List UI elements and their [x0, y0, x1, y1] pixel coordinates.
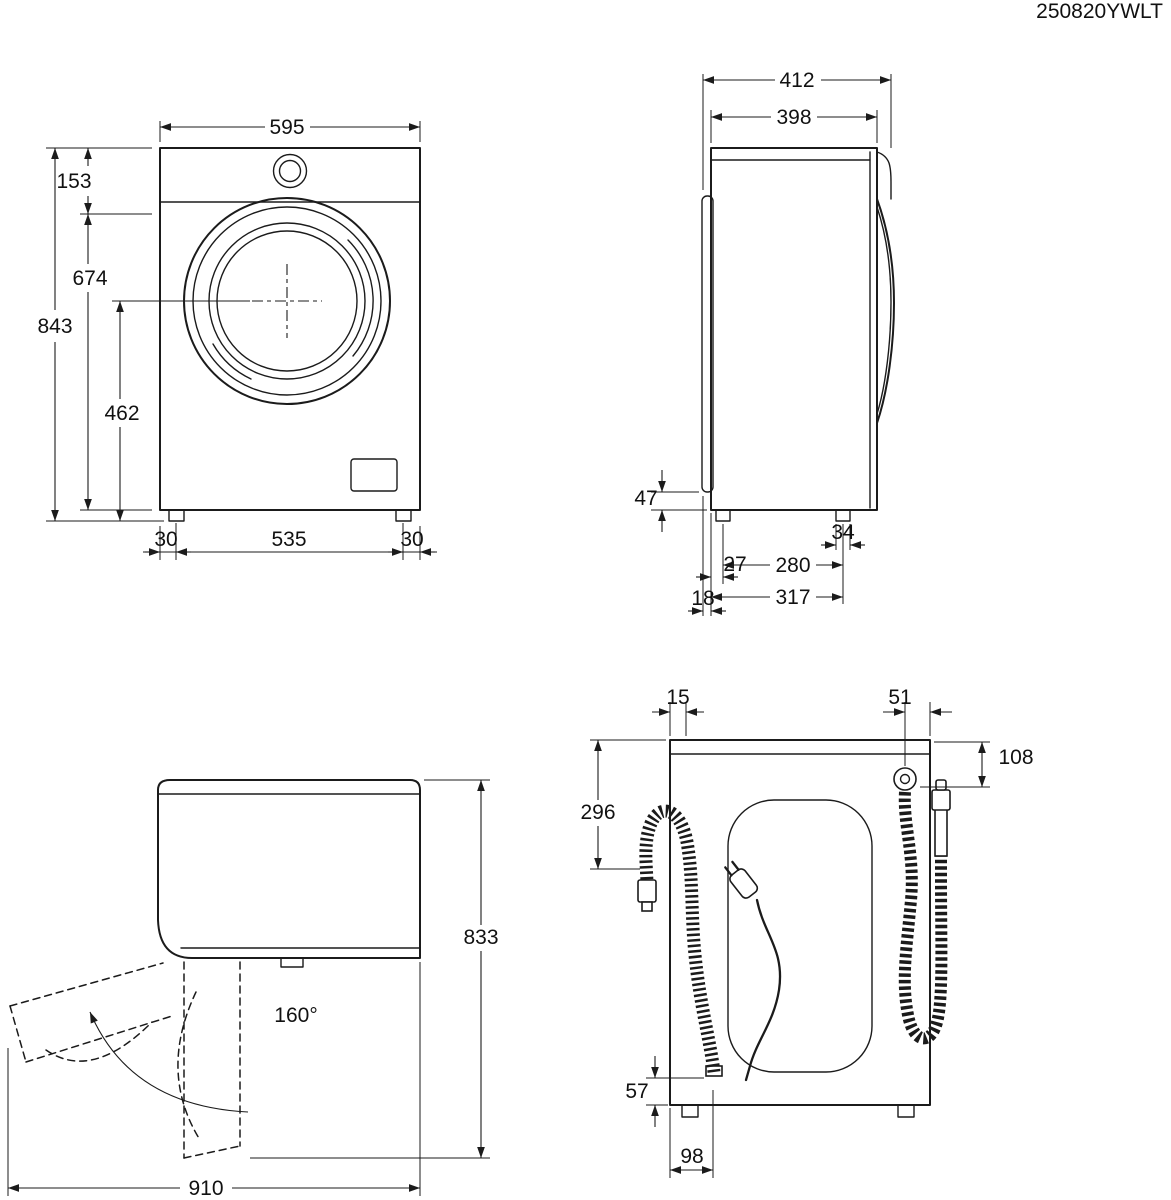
- dim-open-height: 833: [250, 779, 499, 1159]
- dim-rear-foot-offset-label: 27: [723, 553, 746, 576]
- power-cord: [744, 898, 782, 1082]
- dim-drain-outlet-height-label: 57: [625, 1080, 648, 1103]
- dim-drain-hose-offset-label: 15: [666, 686, 689, 709]
- front-foot-left: [168, 509, 185, 522]
- door-open-position-1: [9, 962, 173, 1063]
- document-code: 250820YWLT: [1036, 0, 1163, 23]
- dim-drain-outlet-offset: 98: [669, 1090, 714, 1178]
- side-foot-rear: [715, 509, 731, 522]
- dim-side-bottom-chain: 34 280 27 317 18: [688, 496, 865, 616]
- side-foot-front: [835, 509, 851, 522]
- dim-drain-arch-height: 296: [580, 739, 666, 870]
- dim-drain-arch-height-label: 296: [580, 801, 615, 824]
- door-bulge: [876, 198, 895, 424]
- rear-foot-left: [681, 1104, 699, 1118]
- dim-open-depth: 910: [7, 962, 421, 1200]
- drain-hose: [637, 804, 723, 1077]
- drain-hose-end-fitting: [637, 879, 657, 903]
- dim-front-foot-width-label: 34: [831, 521, 855, 544]
- dim-inlet-hose-offset: 51: [883, 686, 952, 766]
- dim-inlet-top-offset-label: 108: [998, 746, 1033, 769]
- dim-rear-clearance-label: 47: [634, 487, 657, 510]
- dim-upper-height-label: 674: [72, 267, 107, 290]
- dim-rear-panel-offset-label: 18: [691, 587, 714, 610]
- dim-feet-chain: 30 535 30: [143, 523, 437, 560]
- dim-total-height: 843: [37, 148, 164, 522]
- side-view: 412 398 47 34: [634, 69, 895, 616]
- door-open-position-2: [177, 961, 241, 1159]
- dim-total-depth: 412: [702, 69, 892, 190]
- rear-body-outline: [669, 739, 931, 1106]
- dim-inlet-hose-offset-label: 51: [888, 686, 911, 709]
- drain-hose-end-tip: [641, 901, 653, 912]
- rear-foot-right: [897, 1104, 915, 1118]
- dim-body-depth: 398: [710, 106, 878, 143]
- dim-total-height-label: 843: [37, 315, 72, 338]
- rear-view: 15 51 108 296: [580, 686, 1034, 1178]
- side-body-outline: [710, 147, 878, 511]
- dim-open-height-label: 833: [463, 926, 498, 949]
- dim-open-depth-label: 910: [188, 1177, 223, 1200]
- dim-foot-inset-left-label: 30: [154, 528, 177, 551]
- drum-center-mark: [252, 264, 322, 338]
- dim-front-width-label: 595: [269, 116, 304, 139]
- door-swing-arc: [89, 1011, 249, 1113]
- front-body-outline: [159, 147, 421, 511]
- program-knob: [272, 153, 308, 189]
- dim-top-offset: 153: [46, 147, 152, 215]
- inlet-hose-end-nut: [931, 789, 951, 811]
- dim-drum-center-height-label: 462: [104, 402, 139, 425]
- power-plug: [724, 860, 759, 899]
- inlet-hose: [893, 767, 951, 1045]
- dim-body-depth-label: 398: [776, 106, 811, 129]
- rear-service-panel: [727, 799, 873, 1073]
- dim-top-offset-label: 153: [56, 170, 91, 193]
- dim-inlet-top-offset: 108: [920, 741, 1034, 788]
- rear-channel: [701, 195, 714, 493]
- filter-door: [350, 458, 398, 492]
- dim-side-feet-spacing-label: 280: [775, 554, 810, 577]
- dim-front-width: 595: [159, 116, 421, 142]
- dim-drum-center-height: 462: [104, 300, 250, 521]
- dim-feet-spacing-label: 535: [271, 528, 306, 551]
- door-latch: [280, 957, 304, 968]
- front-foot-right: [395, 509, 412, 522]
- side-panel-step: [876, 151, 892, 200]
- door-open-view: 160° 833 910: [7, 779, 499, 1200]
- door-view-body: [157, 779, 421, 959]
- dim-drain-outlet-height: 57: [625, 1056, 704, 1127]
- front-view: 595 153 674 843 462: [37, 116, 437, 560]
- dim-door-angle-label: 160°: [274, 1004, 317, 1027]
- inlet-connection: [893, 767, 917, 791]
- inlet-hose-end-tip: [935, 779, 947, 791]
- dim-total-depth-label: 412: [779, 69, 814, 92]
- dim-feet-depth-label: 317: [775, 586, 810, 609]
- inlet-hose-end-tube: [934, 807, 948, 857]
- dim-upper-height: 674: [72, 214, 152, 511]
- dim-drain-hose-offset: 15: [652, 686, 704, 736]
- dim-rear-clearance: 47: [634, 470, 707, 532]
- dim-foot-inset-right-label: 30: [400, 528, 423, 551]
- dim-drain-outlet-offset-label: 98: [680, 1145, 703, 1168]
